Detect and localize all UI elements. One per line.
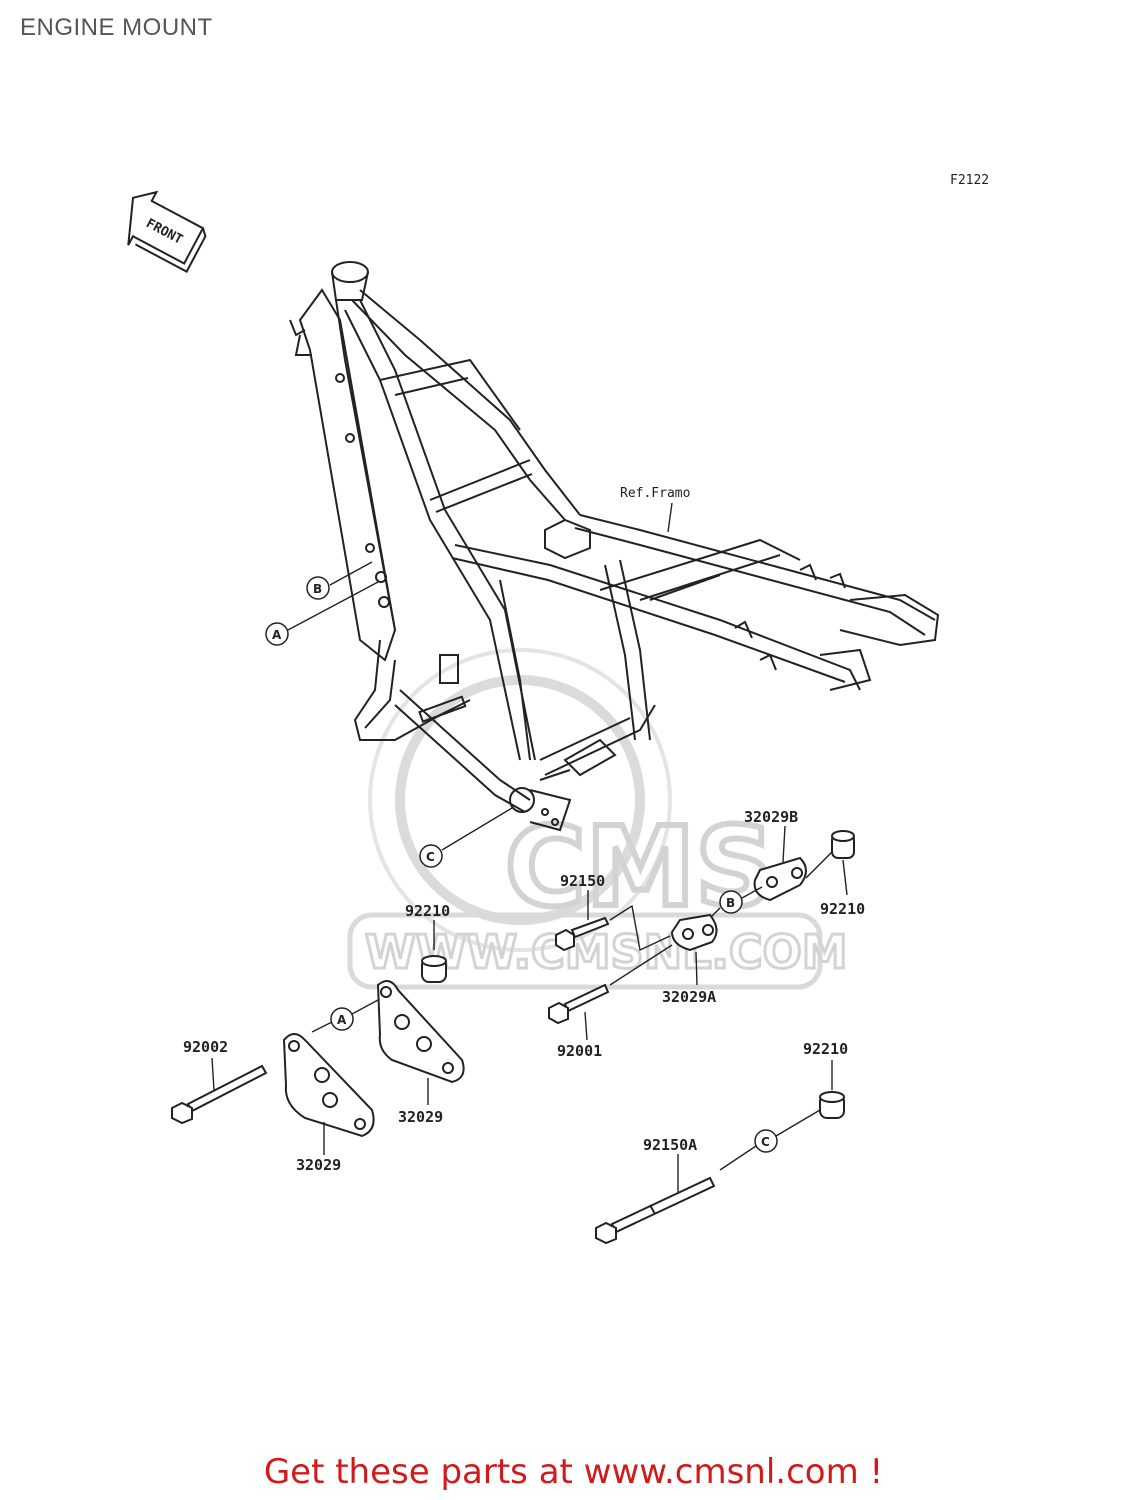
marker-c [754,1129,778,1153]
part-32029b-label: 32029B [744,808,798,826]
frame-drawing [289,261,940,832]
marker-a-frame [265,622,289,646]
part-32029-left[interactable]: 32029 [282,1033,375,1174]
part-92150a-label: 92150A [643,1136,697,1154]
marker-a-frame-label: A [272,628,282,642]
marker-c-frame-label: C [426,850,435,864]
part-32029a-label: 32029A [662,988,716,1006]
marker-b-frame [306,576,330,600]
part-32029-right[interactable]: 32029 [376,980,465,1126]
part-92001-label: 92001 [557,1042,602,1060]
promo-banner-link[interactable]: Get these parts at www.cmsnl.com ! [263,1452,884,1492]
page-title: ENGINE MOUNT [20,14,213,41]
marker-c-frame [419,844,443,868]
marker-b-frame-label: B [313,582,322,596]
frame-label: Ref.Framo [620,486,690,501]
part-92001[interactable]: 92001 [548,983,610,1060]
part-92210-bottom[interactable]: 92210 [803,1040,848,1119]
part-92150a[interactable]: 92150A [595,1136,716,1245]
part-92210-top-label: 92210 [820,900,865,918]
part-92150-label: 92150 [560,872,605,890]
marker-a-label: A [337,1013,347,1027]
part-32029-left-label: 32029 [296,1156,341,1174]
marker-b [719,890,743,914]
part-92210-top[interactable]: 92210 [820,830,865,918]
part-92210-bottom-label: 92210 [803,1040,848,1058]
part-32029-right-label: 32029 [398,1108,443,1126]
marker-a [330,1007,354,1031]
part-92002-label: 92002 [183,1038,228,1056]
part-32029b[interactable]: 32029B [744,808,807,902]
part-32029a[interactable]: 32029A [662,913,718,1006]
front-arrow-icon: FRONT [127,190,207,273]
part-92150[interactable]: 92150 [555,872,671,952]
frame-callouts: Ref.Framo B A C [265,486,690,868]
figure-code: F2122 [950,173,989,188]
part-92210-left-label: 92210 [405,902,450,920]
part-92002[interactable]: 92002 [171,1038,268,1125]
marker-c-label: C [761,1135,770,1149]
marker-b-label: B [726,896,735,910]
part-92210-left[interactable]: 92210 [405,902,450,983]
